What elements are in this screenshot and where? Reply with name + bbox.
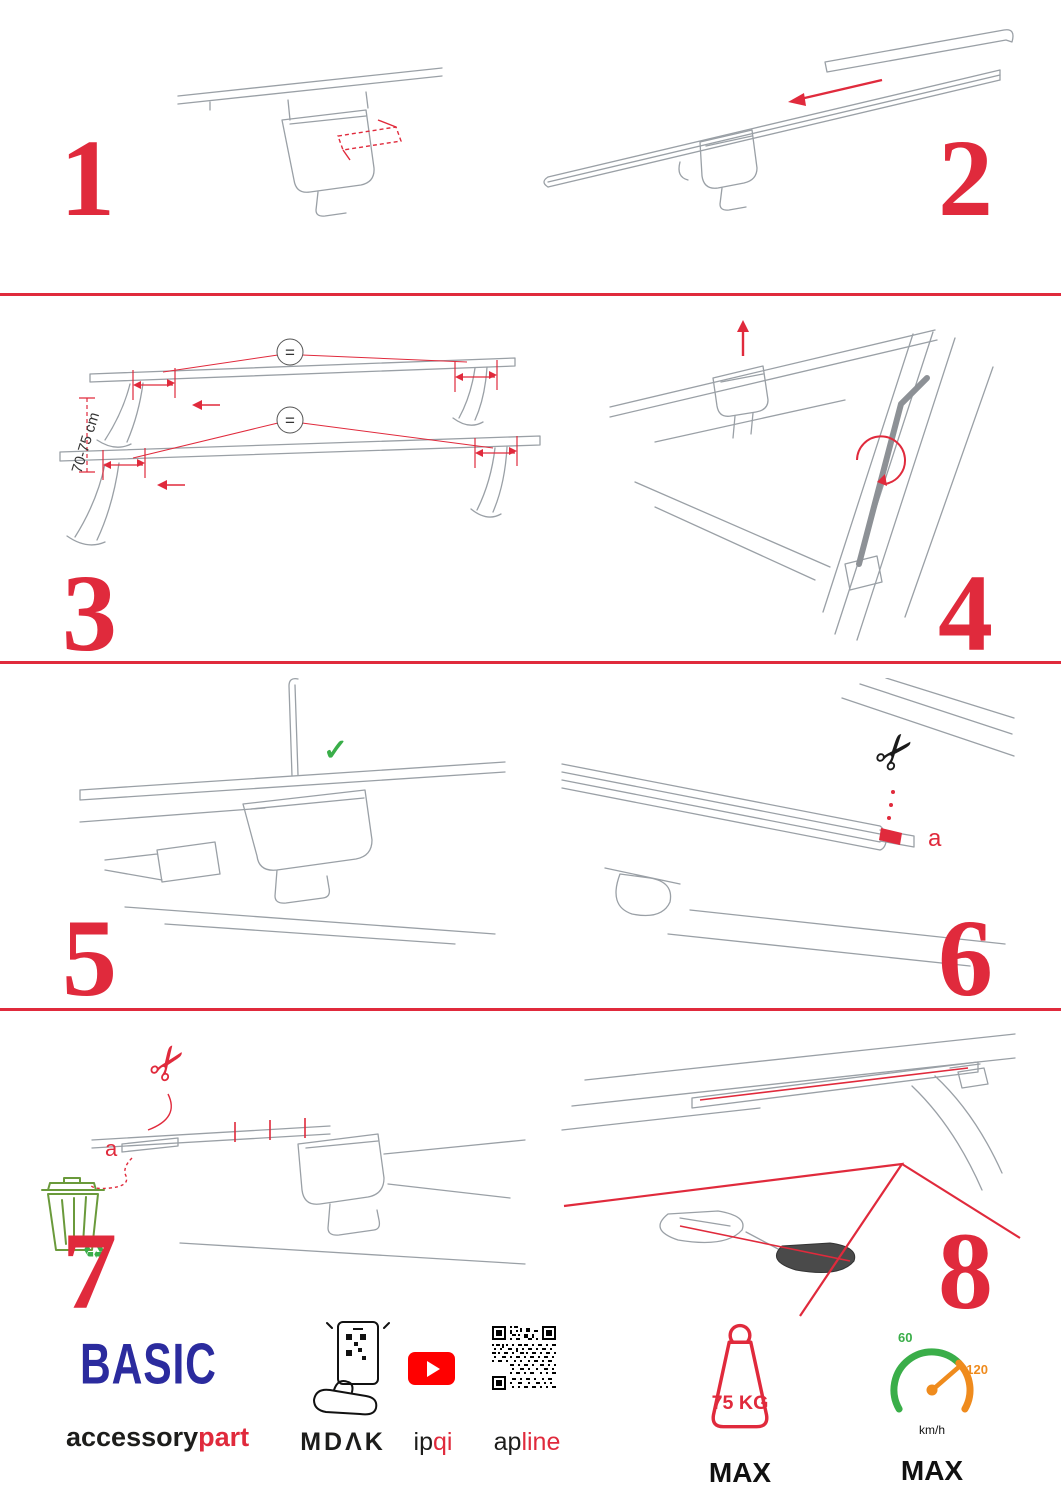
- checkmark-icon: ✓: [323, 734, 348, 767]
- equal-symbol: =: [285, 343, 295, 362]
- scissors-icon: ✂: [136, 1032, 201, 1093]
- logo-apline: apline: [482, 1428, 572, 1457]
- step4-illustration: [595, 312, 1025, 642]
- trash-bin-icon: [41, 1177, 105, 1251]
- speed-unit: km/h: [919, 1423, 945, 1437]
- rubber-strip-end: [879, 828, 902, 845]
- speed-tick-high: 120: [966, 1362, 988, 1377]
- logo-ipqi: ipqi: [398, 1428, 468, 1457]
- brand-subtitle: accessorypart: [66, 1422, 249, 1453]
- logo-apline-left: ap: [493, 1428, 522, 1456]
- step5-drawing: ✓: [79, 678, 506, 945]
- section-divider-2: [0, 661, 1061, 664]
- weight-limit-icon: 75 KG: [711, 1323, 769, 1429]
- logo-ipqi-right: qi: [433, 1428, 453, 1456]
- qr-code: [492, 1326, 556, 1390]
- speedometer-icon: 60 120 km/h: [890, 1330, 988, 1437]
- step6-drawing: ✂ a: [561, 678, 1015, 967]
- step1-illustration: [170, 48, 450, 248]
- weight-limit-value: 75 KG: [712, 1392, 769, 1414]
- clamp-part: [775, 1242, 856, 1274]
- step2-drawing: [543, 29, 1014, 211]
- logo-mdak: MDΛK: [300, 1428, 386, 1456]
- dimension-label: 70-75 cm: [69, 410, 104, 475]
- step-number-2: 2: [938, 117, 993, 239]
- speed-max-label: MAX: [900, 1455, 964, 1486]
- brand-subtitle-right: part: [198, 1422, 250, 1452]
- step-number-1: 1: [60, 117, 115, 239]
- step4-drawing: [609, 320, 994, 641]
- speed-limit-block: 60 120 km/h MAX: [870, 1326, 994, 1487]
- step8-drawing: [561, 1033, 1021, 1317]
- step1-drawing: [177, 67, 443, 217]
- brand-subtitle-left: accessory: [66, 1422, 199, 1452]
- youtube-play-triangle: [426, 1360, 440, 1377]
- step-number-8: 8: [938, 1210, 993, 1332]
- step6-illustration: ✂ a: [550, 678, 1020, 968]
- youtube-icon: [408, 1352, 455, 1385]
- cut-label-a: a: [928, 825, 942, 852]
- step2-illustration: [530, 22, 1020, 217]
- step-number-6: 6: [938, 897, 993, 1019]
- logo-ipqi-left: ip: [413, 1428, 433, 1456]
- step7-drawing: ✂ a ♻: [41, 1032, 526, 1265]
- step-number-7: 7: [62, 1210, 117, 1332]
- step5-illustration: ✓: [65, 672, 515, 957]
- equal-symbol: =: [285, 411, 295, 430]
- step3-drawing: = = 70-75 cm: [59, 338, 541, 546]
- weight-limit-block: 75 KG MAX: [678, 1318, 802, 1489]
- step7-illustration: ✂ a ♻: [30, 1018, 540, 1283]
- step-number-3: 3: [62, 552, 117, 674]
- brand-title: BASIC: [80, 1333, 217, 1397]
- step-number-4: 4: [938, 552, 993, 674]
- logo-apline-right: line: [521, 1428, 561, 1456]
- step-number-5: 5: [62, 897, 117, 1019]
- step3-illustration: = = 70-75 cm: [35, 312, 565, 612]
- phone-scan-icon: [313, 1321, 390, 1416]
- speed-tick-low: 60: [898, 1330, 912, 1345]
- allen-key: [856, 375, 930, 567]
- section-divider-1: [0, 293, 1061, 296]
- section-divider-3: [0, 1008, 1061, 1011]
- cut-label-a: a: [105, 1136, 118, 1161]
- step8-illustration: [550, 1018, 1025, 1318]
- equal-badge: [276, 406, 304, 434]
- scissors-icon: ✂: [863, 720, 929, 785]
- equal-badge: [276, 338, 304, 366]
- weight-max-label: MAX: [708, 1457, 772, 1488]
- recycle-icon: ♻: [82, 1234, 105, 1264]
